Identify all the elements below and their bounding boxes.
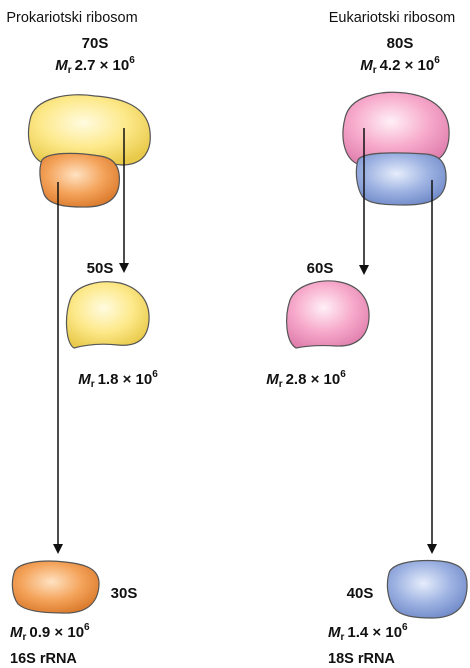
prokaryote-30s-subunit: [11, 560, 100, 614]
eukaryote-title: Eukariotski ribosom: [329, 10, 456, 26]
prokaryote-small-s-label: 30S: [111, 585, 138, 602]
prokaryote-arrowhead-30s: [53, 544, 63, 554]
prokaryote-rrna-label: 16S rRNA: [10, 651, 77, 667]
prokaryote-50s-subunit: [65, 281, 150, 349]
eukaryote-arrowhead-40s: [427, 544, 437, 554]
eukaryote-arrowhead-60s: [359, 265, 369, 275]
prokaryote-whole-s-label: 70S: [82, 35, 109, 52]
prokaryote-arrowhead-50s: [119, 263, 129, 273]
eukaryote-large-s-label: 60S: [307, 260, 334, 277]
eukaryote-small-s-label: 40S: [347, 585, 374, 602]
eukaryote-80s-small-subunit: [355, 152, 447, 206]
prokaryote-70s-small-subunit: [39, 152, 120, 208]
prokaryote-large-s-label: 50S: [87, 260, 114, 277]
eukaryote-60s-subunit: [286, 280, 370, 349]
eukaryote-40s-subunit: [386, 559, 468, 619]
eukaryote-whole-s-label: 80S: [387, 35, 414, 52]
prokaryote-title: Prokariotski ribosom: [6, 10, 137, 26]
eukaryote-rrna-label: 18S rRNA: [328, 651, 395, 667]
